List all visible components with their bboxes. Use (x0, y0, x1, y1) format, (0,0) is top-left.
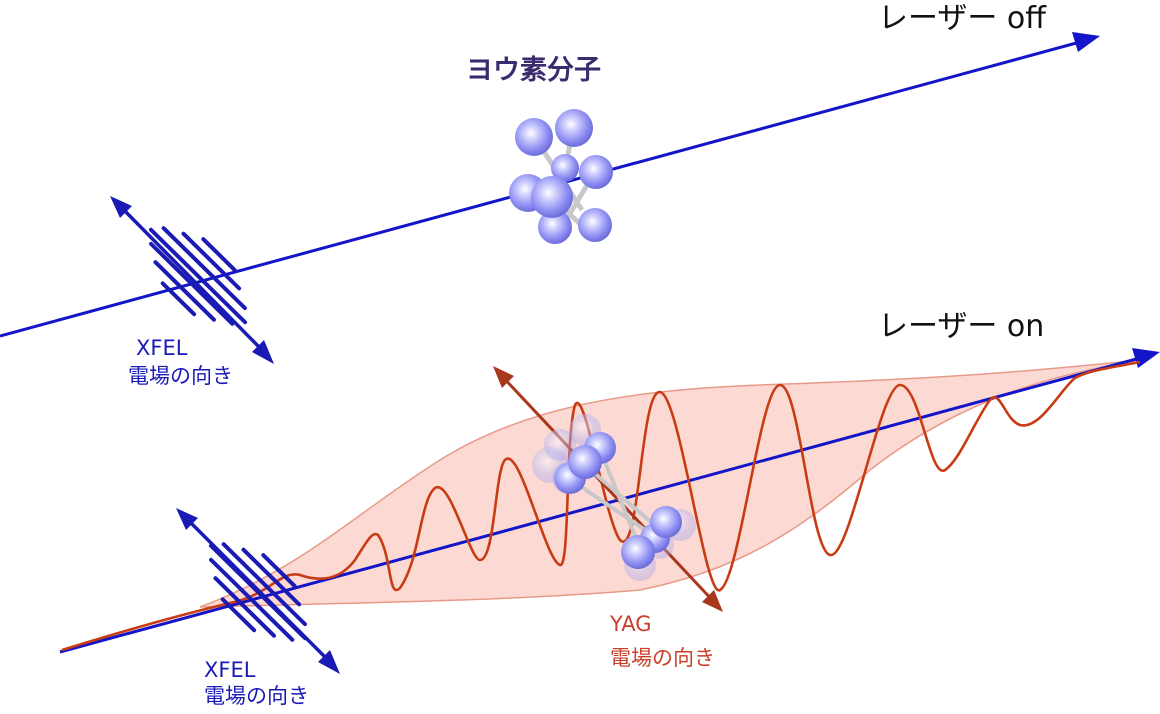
xfel-pulse-top (148, 226, 248, 326)
xfel-bottom-label-line2: 電場の向き (204, 684, 309, 708)
xfel-polarization-arrow-top (110, 196, 274, 364)
xfel-bottom-label-line1: XFEL (204, 658, 256, 682)
yag-electric-field-wave (61, 360, 1141, 652)
laser-on-label: レーザー on (878, 309, 1045, 344)
iodine-molecules-aligned (532, 414, 696, 581)
beam-arrowhead-top (1072, 32, 1100, 52)
yag-polarization-arrow (493, 366, 723, 612)
panel-laser-on (59, 348, 1160, 674)
iodine-molecule-label: ヨウ素分子 (466, 55, 601, 86)
yag-label-line2: 電場の向き (610, 646, 715, 670)
beam-arrowhead-bottom (1132, 348, 1160, 368)
iodine-molecules-random (509, 109, 613, 244)
yag-label-line1: YAG (610, 612, 652, 636)
xfel-top-label-line1: XFEL (136, 336, 188, 360)
xfel-top-label-line2: 電場の向き (128, 364, 233, 388)
panel-laser-off (0, 32, 1100, 364)
laser-off-label: レーザー off (878, 1, 1046, 36)
xfel-polarization-arrow-bottom (176, 508, 340, 674)
